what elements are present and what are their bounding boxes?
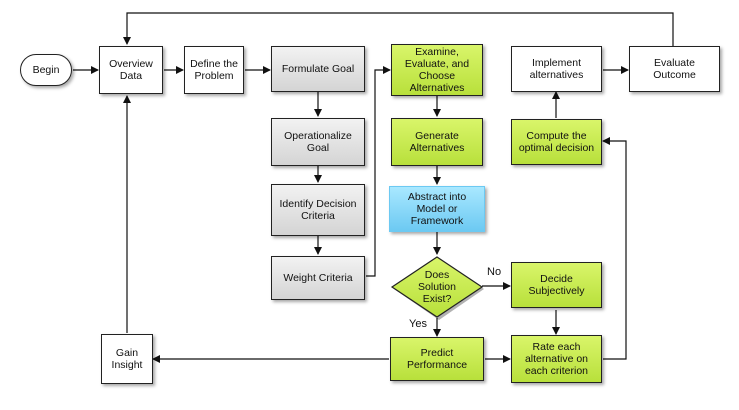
node-define-problem: Define the Problem [184,46,244,94]
node-predict-performance: Predict Performance [390,337,484,381]
edge-label-no: No [487,266,502,278]
node-evaluate-outcome: Evaluate Outcome [629,46,720,92]
node-identify-criteria: Identify Decision Criteria [271,184,365,236]
edge-evaluate-overview [123,12,674,46]
node-weight-criteria: Weight Criteria [271,256,365,300]
node-begin: Begin [20,54,72,86]
edge-label-yes: Yes [409,318,427,330]
node-gain-insight: Gain Insight [101,334,153,384]
node-abstract-model: Abstract into Model or Framework [389,186,485,232]
node-formulate-goal: Formulate Goal [271,46,365,92]
node-overview-data: Overview Data [99,46,163,94]
edge-weight-examine [366,66,391,277]
node-decide-subjectively: Decide Subjectively [511,262,602,308]
node-implement-alternatives: Implement alternatives [511,46,602,92]
edge-rate-compute [602,137,627,360]
node-rate-alternatives: Rate each alternative on each criterion [511,335,602,383]
decision-diamond-shape [390,256,484,320]
node-solution-exists: Does Solution Exist? [390,256,484,320]
node-operationalize-goal: Operationalize Goal [271,118,365,166]
node-generate-alternatives: Generate Alternatives [391,118,483,166]
node-examine-alternatives: Examine, Evaluate, and Choose Alternativ… [391,44,483,96]
solution-exists-label: Does Solution Exist? [418,269,456,305]
node-compute-optimal: Compute the optimal decision [511,119,602,165]
